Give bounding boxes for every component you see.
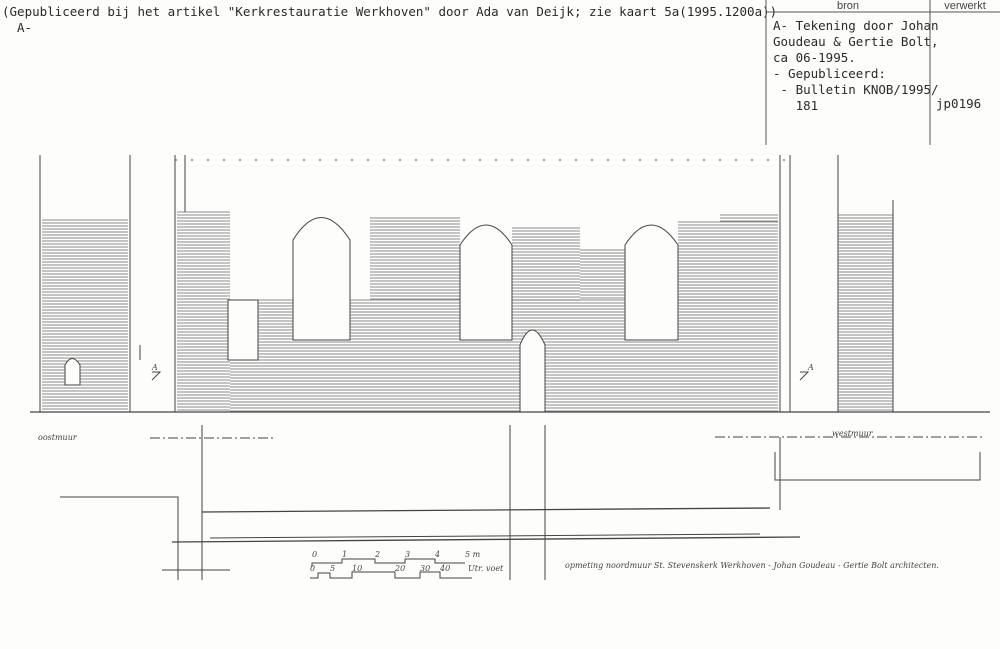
publication-caption: (Gepubliceerd bij het artikel "Kerkresta… <box>2 4 778 19</box>
section-marker-right-icon <box>799 371 810 381</box>
column-header-verwerkt: verwerkt <box>944 0 986 12</box>
scale-label-voet: 30 <box>420 564 430 573</box>
window-arch <box>292 217 351 341</box>
blocked-opening <box>227 299 259 361</box>
scale-label-m: 2 <box>374 550 380 559</box>
source-line: - Bulletin KNOB/1995/ <box>773 82 939 97</box>
small-window <box>64 358 81 386</box>
plan-line <box>201 507 771 513</box>
plan-line <box>774 452 981 481</box>
source-line: A- Tekening door Johan <box>773 18 939 33</box>
plan-line <box>209 533 761 539</box>
scale-bar-voet <box>310 571 472 579</box>
scale-label-m: 1 <box>342 550 347 559</box>
scale-label-voet: Utr. voet <box>468 564 504 573</box>
source-line: Goudeau & Gertie Bolt, <box>773 34 939 49</box>
window-arch <box>459 224 513 341</box>
scale-label-m: 3 <box>405 550 410 559</box>
scale-bar-m <box>311 558 465 567</box>
drawing-title: opmeting noordmuur St. Stevenskerk Werkh… <box>565 561 939 570</box>
source-line: 181 <box>773 98 819 113</box>
scale-label-voet: 10 <box>352 564 362 573</box>
scale-label-voet: 5 <box>330 564 335 573</box>
east-wall-label: oostmuur <box>38 433 78 442</box>
west-wall-label: westmuur <box>832 429 874 438</box>
plan-line <box>171 536 801 543</box>
source-line: ca 06-1995. <box>773 50 856 65</box>
source-line: - Gepubliceerd: <box>773 66 886 81</box>
scale-label-voet: 20 <box>394 564 405 573</box>
section-marker-left: A <box>151 363 158 372</box>
scale-label-m: 0 <box>312 550 317 559</box>
window-arch <box>624 224 679 341</box>
column-header-bron: bron <box>836 0 860 12</box>
scale-label-m: 5 m <box>465 550 481 559</box>
source-description: A- Tekening door Johan Goudeau & Gertie … <box>773 18 939 114</box>
scale-label-m: 4 <box>434 550 440 559</box>
caption-reference: A- <box>17 20 33 35</box>
plan-line <box>60 496 179 580</box>
section-marker-left-icon <box>151 371 162 381</box>
scale-label-voet: 40 <box>439 564 450 573</box>
scale-label-voet: 0 <box>310 564 315 573</box>
door-arch <box>519 329 546 412</box>
section-marker-right: A <box>807 363 814 372</box>
processed-code: jp0196 <box>936 96 982 111</box>
